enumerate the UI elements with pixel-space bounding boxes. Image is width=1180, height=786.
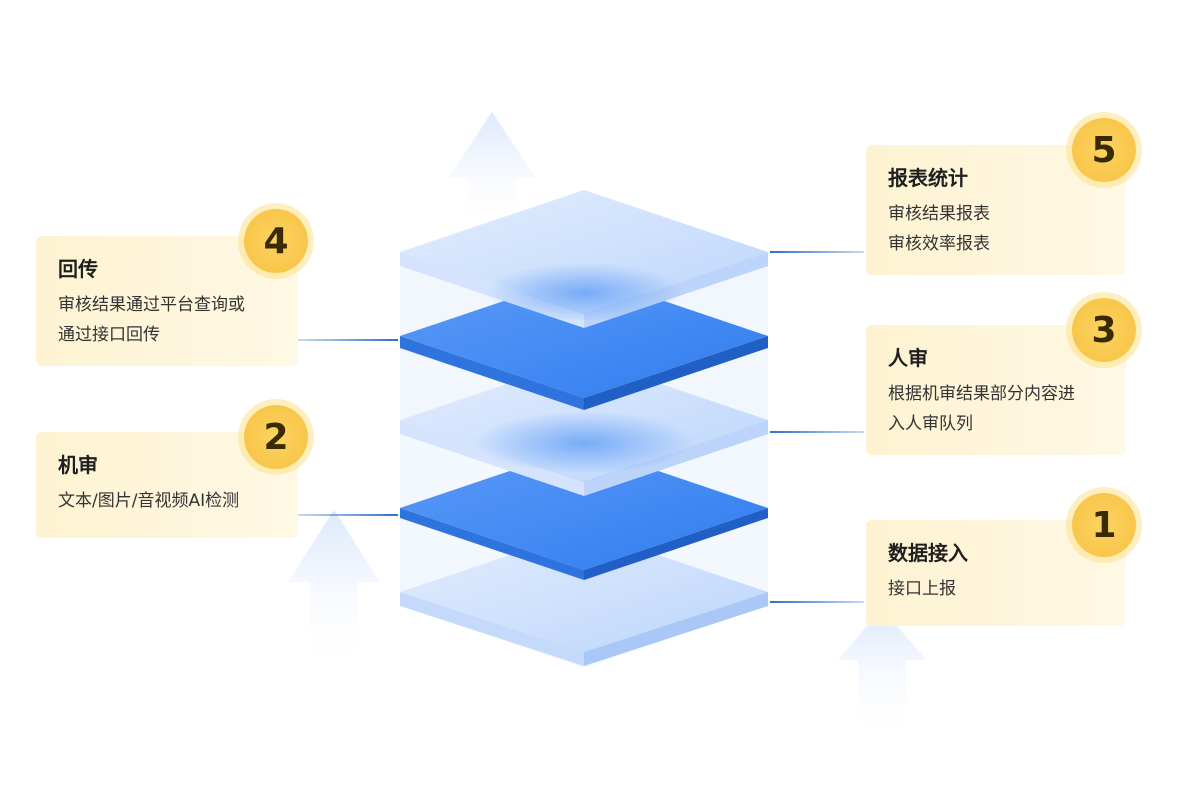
step-title: 机审 xyxy=(58,453,98,477)
step-title: 人审 xyxy=(888,346,928,370)
arrow-up-icon xyxy=(448,112,536,232)
connector-step-5 xyxy=(770,251,864,253)
step-card-human-review: 人审 根据机审结果部分内容进 入人审队列 xyxy=(866,325,1126,455)
step-number-badge: 4 xyxy=(244,209,308,273)
step-description: 文本/图片/音视频AI检测 xyxy=(58,491,240,511)
layer-callback xyxy=(400,274,768,410)
arrow-up-icon xyxy=(288,510,380,672)
arrow-up-icon xyxy=(838,608,926,740)
step-number-badge: 1 xyxy=(1072,493,1136,557)
connector-step-2 xyxy=(298,514,398,516)
layer-human-review xyxy=(400,358,768,496)
connector-step-4 xyxy=(298,339,398,341)
step-title: 数据接入 xyxy=(888,541,968,565)
layer-data-ingest xyxy=(400,530,768,666)
step-description: 接口上报 xyxy=(888,579,956,599)
step-title: 回传 xyxy=(58,257,98,281)
step-number-badge: 5 xyxy=(1072,118,1136,182)
step-description: 根据机审结果部分内容进 入人审队列 xyxy=(888,384,1075,434)
step-number-badge: 3 xyxy=(1072,298,1136,362)
connector-step-1 xyxy=(770,601,864,603)
connector-step-3 xyxy=(770,431,864,433)
step-title: 报表统计 xyxy=(888,166,968,190)
step-number-badge: 2 xyxy=(244,405,308,469)
layer-reports xyxy=(400,190,768,328)
layer-machine-review xyxy=(400,446,768,580)
step-description: 审核结果通过平台查询或 通过接口回传 xyxy=(58,295,245,345)
step-description: 审核结果报表 审核效率报表 xyxy=(888,204,990,254)
